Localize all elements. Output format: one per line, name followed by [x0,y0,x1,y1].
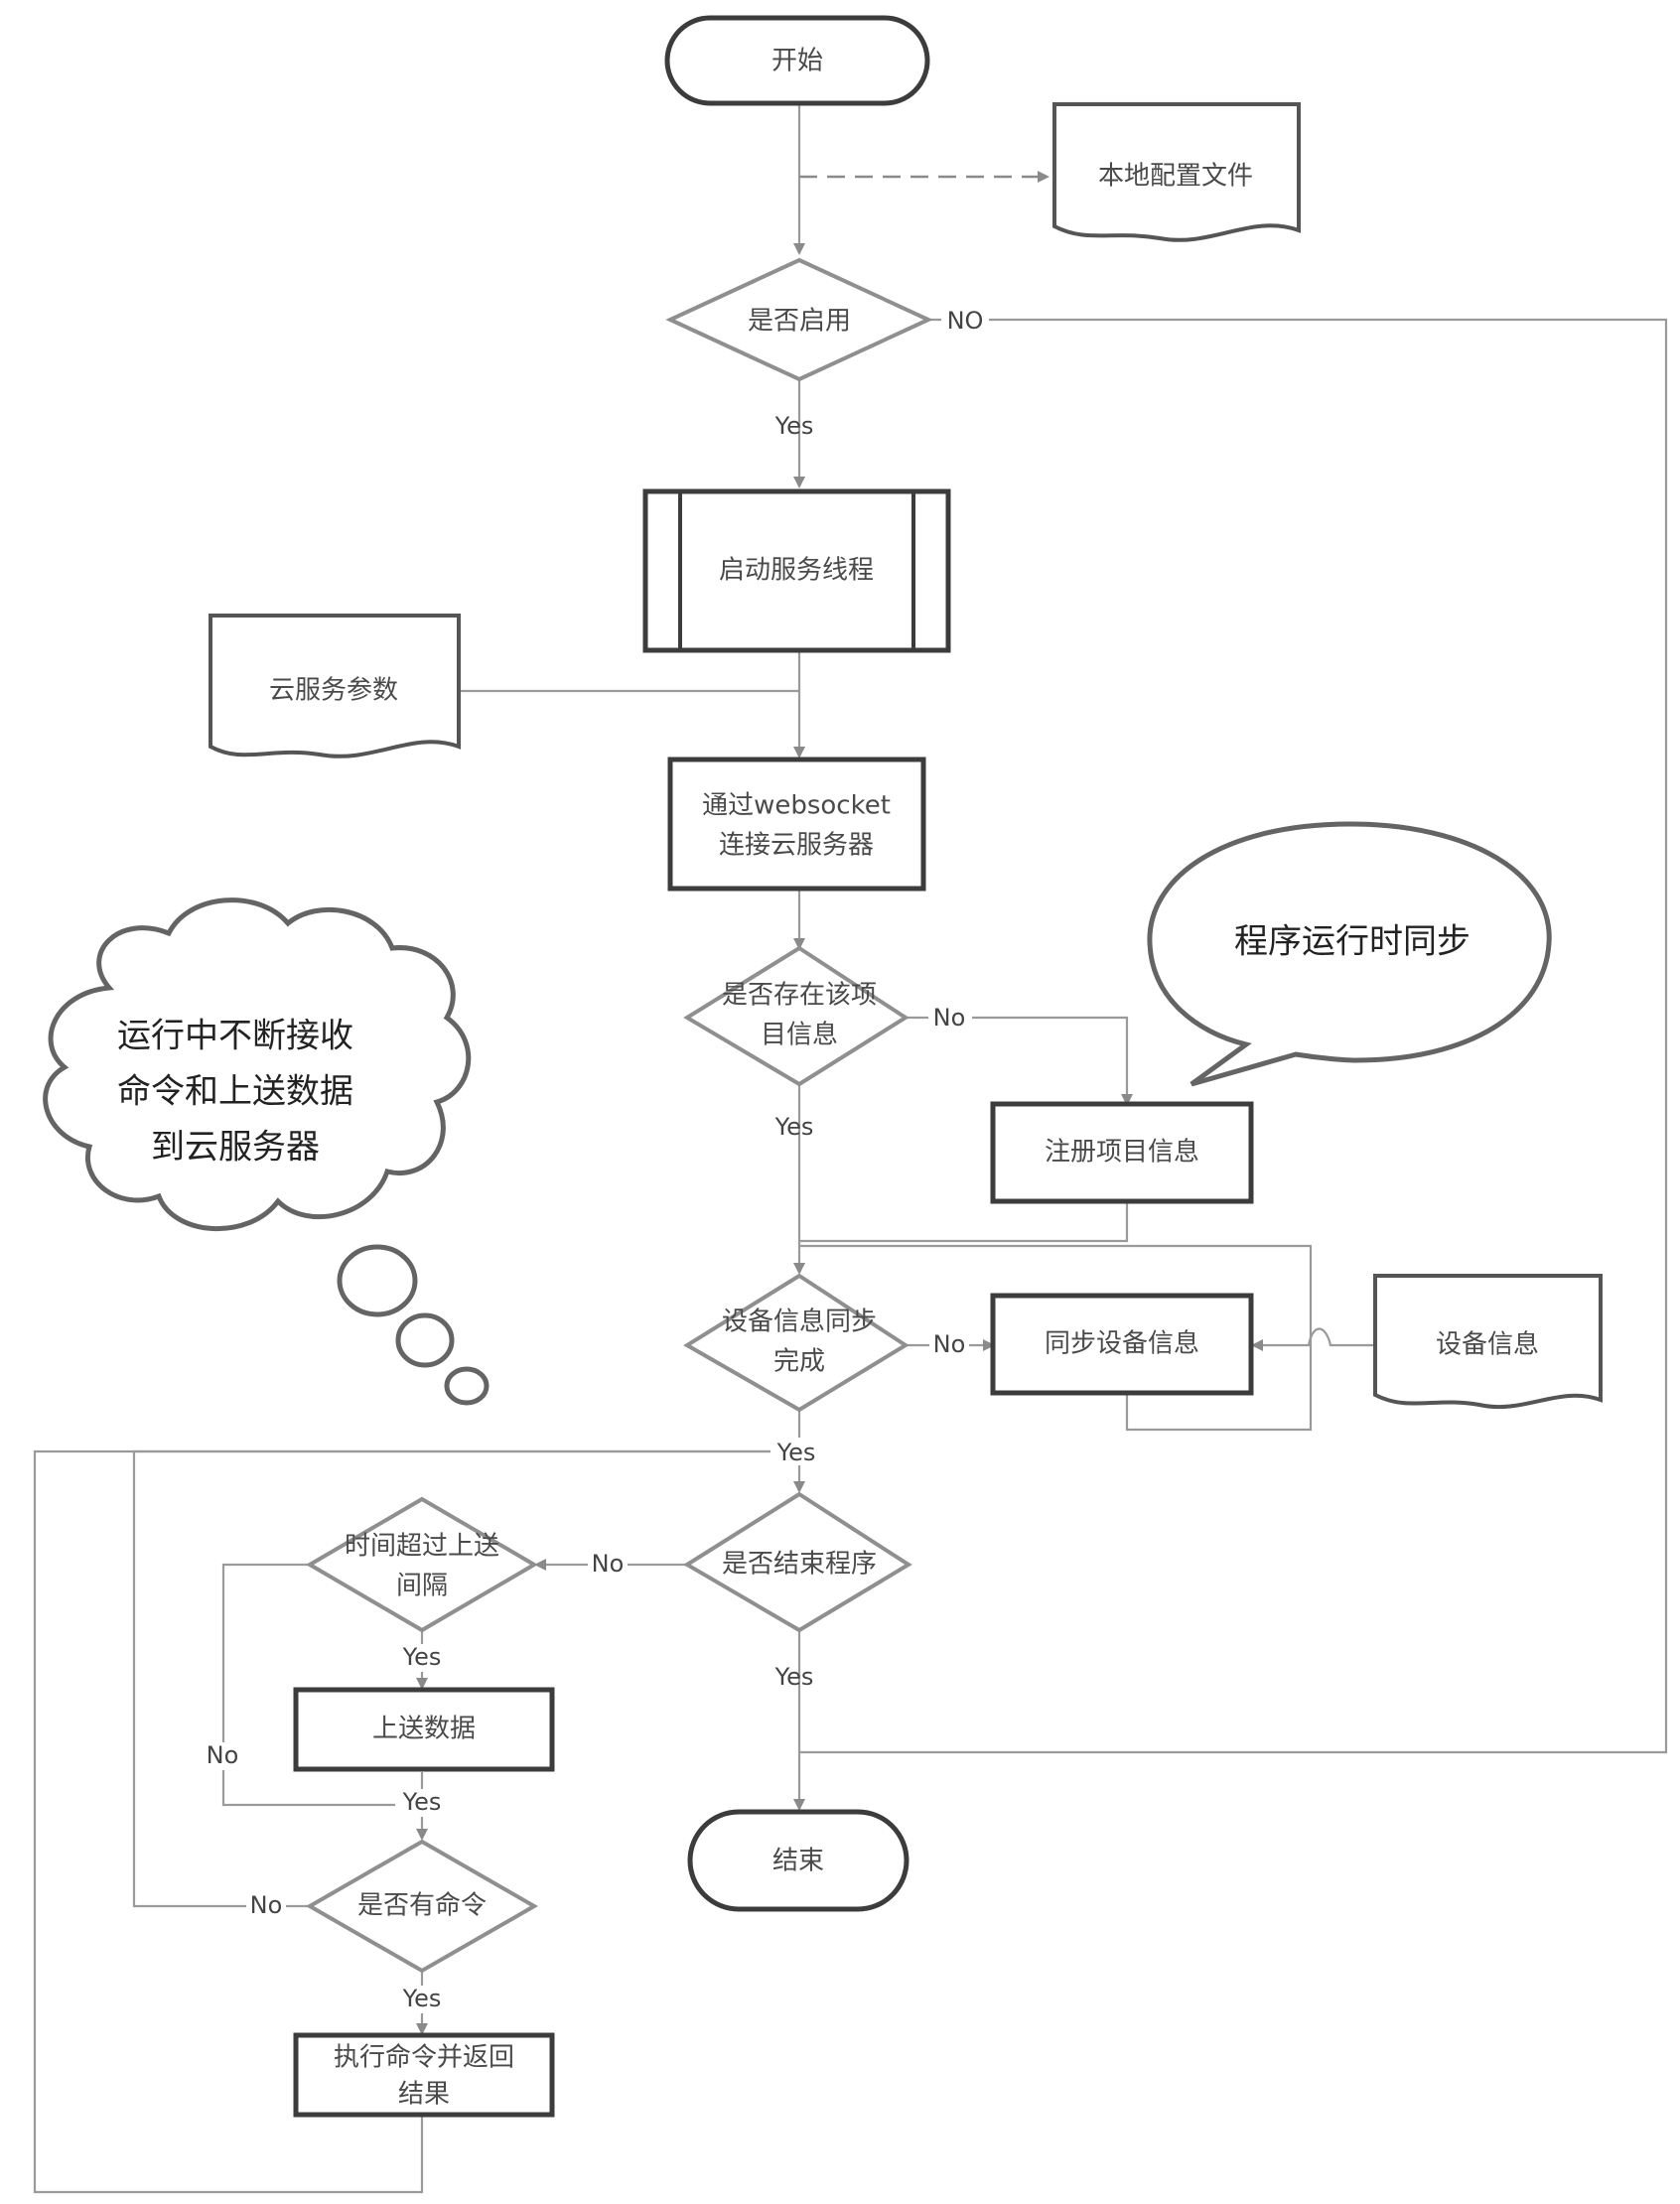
edge-labels: NO Yes No Yes No Yes No Yes Yes No Yes N… [203,307,989,2013]
edge-label-project-no: No [933,1004,966,1032]
speech-callout-text: 程序运行时同步 [1234,922,1470,962]
node-is-enabled-label: 是否启用 [748,307,851,337]
node-project-exists-line1: 是否存在该项 [722,981,877,1011]
node-sync-device: 同步设备信息 [990,1293,1254,1396]
edge-label-time-yes: Yes [402,1643,442,1671]
node-end: 结束 [687,1809,910,1912]
node-config-file: 本地配置文件 [1052,102,1301,242]
node-start-service: 启动服务线程 [642,488,951,653]
node-end-program: 是否结束程序 [683,1491,912,1633]
edge-label-end-no: No [592,1550,625,1578]
thought-callout-line3: 到云服务器 [151,1128,320,1168]
edge-label-command-yes: Yes [402,1985,442,2012]
node-connect-cloud-line1: 通过websocket [702,791,891,821]
node-cloud-params: 云服务参数 [209,614,461,758]
node-cloud-params-label: 云服务参数 [269,676,398,706]
thought-callout-line2: 命令和上送数据 [117,1072,353,1112]
node-register-project: 注册项目信息 [990,1101,1254,1204]
edge-label-upload-yes: Yes [402,1788,442,1816]
node-sync-done-line2: 完成 [773,1347,825,1377]
node-sync-done-line1: 设备信息同步 [722,1308,877,1337]
edge-label-end-yes: Yes [774,1663,814,1691]
edge-label-sync-yes: Yes [776,1439,816,1466]
edge-label-enabled-no: NO [947,307,984,335]
node-is-enabled: 是否启用 [665,257,933,382]
node-start-label: 开始 [771,47,823,76]
edge-label-sync-no: No [933,1330,966,1358]
node-has-command-label: 是否有命令 [357,1891,487,1921]
connectors [33,104,1668,2194]
node-connect-cloud-line2: 连接云服务器 [719,831,874,861]
node-device-info-label: 设备信息 [1436,1330,1539,1360]
edge-label-time-no: No [207,1741,239,1769]
node-upload-data: 上送数据 [293,1687,555,1772]
node-start-service-label: 启动服务线程 [719,556,874,586]
thought-callout: 运行中不断接收 命令和上送数据 到云服务器 [43,897,490,1406]
node-sync-device-label: 同步设备信息 [1045,1329,1199,1359]
node-time-exceed-line1: 时间超过上送 [345,1532,499,1562]
node-exec-command-line2: 结果 [398,2080,450,2110]
node-has-command: 是否有命令 [305,1839,539,1974]
node-project-exists: 是否存在该项 目信息 [683,945,910,1087]
node-time-exceed-line2: 间隔 [396,1572,448,1601]
node-time-exceed: 时间超过上送 间隔 [306,1496,538,1633]
node-end-label: 结束 [772,1847,824,1876]
node-upload-data-label: 上送数据 [372,1715,476,1744]
node-exec-command-line1: 执行命令并返回 [334,2043,514,2073]
node-project-exists-line2: 目信息 [761,1021,838,1050]
speech-callout: 程序运行时同步 [1147,821,1552,1087]
edge-label-project-yes: Yes [774,1113,814,1141]
node-end-program-label: 是否结束程序 [722,1550,877,1580]
node-device-info: 设备信息 [1373,1274,1603,1410]
node-connect-cloud: 通过websocket 连接云服务器 [667,757,926,892]
edge-label-enabled-yes: Yes [774,412,814,440]
node-config-file-label: 本地配置文件 [1098,162,1253,192]
node-start: 开始 [664,15,930,106]
node-register-project-label: 注册项目信息 [1045,1138,1199,1168]
node-exec-command: 执行命令并返回 结果 [293,2032,555,2118]
edge-label-command-no: No [250,1891,283,1919]
thought-callout-line1: 运行中不断接收 [117,1017,353,1056]
node-sync-done: 设备信息同步 完成 [683,1273,910,1413]
